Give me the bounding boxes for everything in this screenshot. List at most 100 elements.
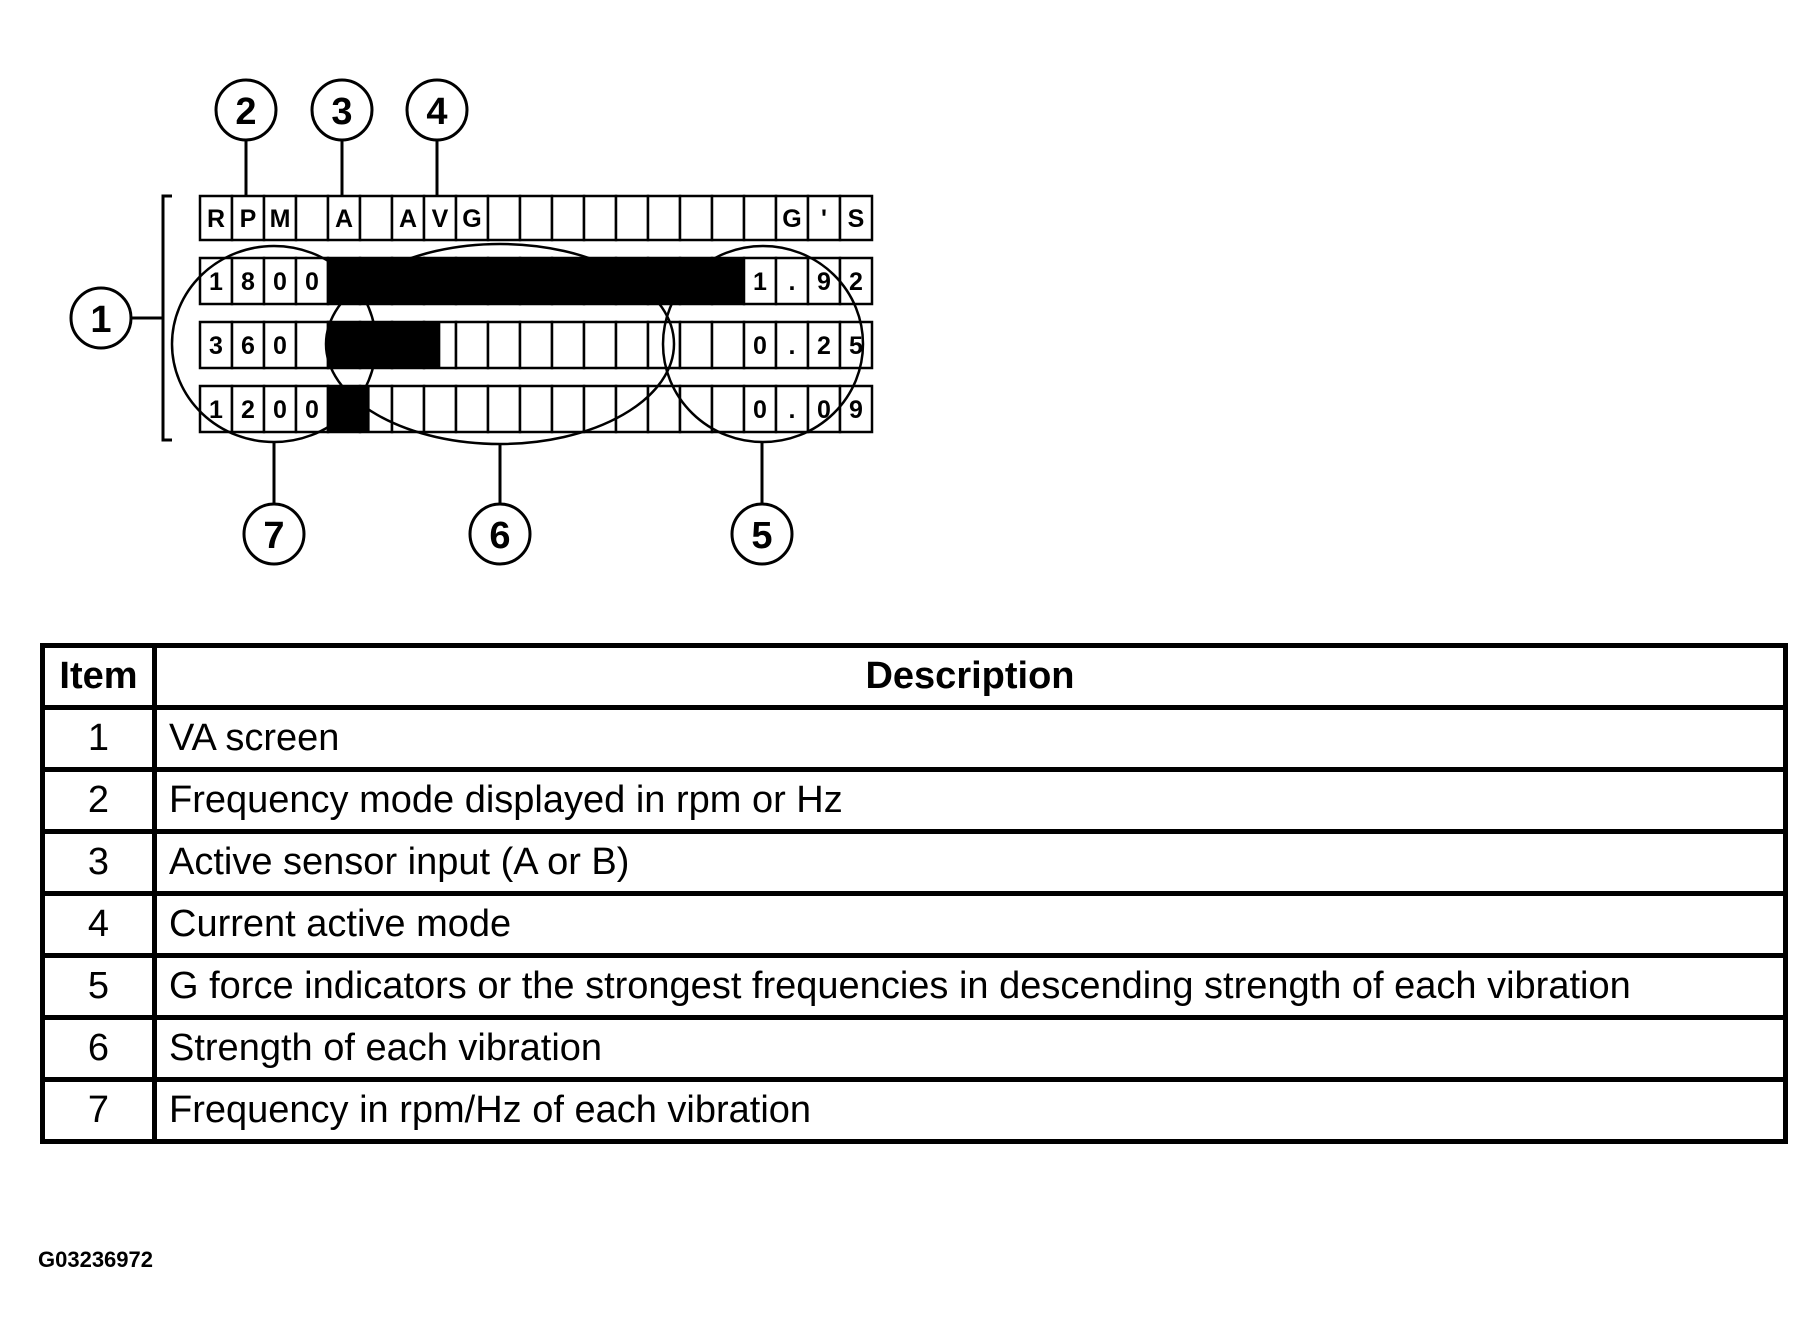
gforce-digit: 2 — [838, 256, 874, 306]
svg-text:0: 0 — [273, 332, 287, 360]
item-description: Frequency mode displayed in rpm or Hz — [152, 767, 1788, 834]
strength-cell — [454, 384, 490, 434]
svg-text:G: G — [782, 205, 801, 233]
svg-text:6: 6 — [489, 515, 510, 557]
legend-header-row: Item Description — [40, 643, 1788, 710]
callout-2: 2 — [214, 78, 278, 142]
header-cell — [518, 194, 554, 242]
svg-text:M: M — [270, 205, 291, 233]
svg-text:9: 9 — [817, 268, 831, 296]
callout-5: 5 — [730, 502, 794, 566]
frequency-digit: 3 — [198, 320, 234, 370]
table-row: 5 G force indicators or the strongest fr… — [40, 953, 1788, 1020]
item-description: G force indicators or the strongest freq… — [152, 953, 1788, 1020]
frequency-digit: 2 — [230, 384, 266, 434]
header-cell: A — [390, 194, 426, 242]
screen-bracket — [161, 194, 172, 442]
strength-bar — [328, 258, 744, 304]
svg-text:1: 1 — [753, 268, 767, 296]
table-row: 4 Current active mode — [40, 891, 1788, 958]
strength-cell — [518, 384, 554, 434]
svg-text:A: A — [335, 205, 353, 233]
item-number: 2 — [40, 767, 157, 834]
callout-6: 6 — [468, 502, 532, 566]
item-number: 1 — [40, 705, 157, 772]
item-number: 3 — [40, 829, 157, 896]
gforce-digit: . — [774, 384, 810, 434]
header-cell: P — [230, 194, 266, 242]
svg-text:.: . — [789, 396, 796, 424]
strength-cell — [582, 320, 618, 370]
svg-text:0: 0 — [817, 396, 831, 424]
svg-text:0: 0 — [273, 396, 287, 424]
header-cell: S — [838, 194, 874, 242]
svg-text:0: 0 — [305, 268, 319, 296]
header-cell — [678, 194, 714, 242]
svg-text:0: 0 — [273, 268, 287, 296]
header-cell: M — [262, 194, 298, 242]
item-description: Strength of each vibration — [152, 1015, 1788, 1082]
svg-text:3: 3 — [331, 91, 352, 133]
strength-cell — [486, 320, 522, 370]
svg-text:4: 4 — [426, 91, 447, 133]
svg-text:G: G — [462, 205, 481, 233]
strength-cell — [550, 320, 586, 370]
strength-cell — [454, 320, 490, 370]
svg-text:1: 1 — [90, 299, 111, 341]
strength-cell — [486, 384, 522, 434]
svg-text:1: 1 — [209, 268, 223, 296]
gforce-digit: 5 — [838, 320, 874, 370]
item-description: Frequency in rpm/Hz of each vibration — [152, 1077, 1788, 1144]
gforce-digit: 9 — [838, 384, 874, 434]
frequency-digit: 0 — [262, 256, 298, 306]
header-cell: G — [774, 194, 810, 242]
header-cell — [742, 194, 778, 242]
frequency-digit: 0 — [294, 256, 330, 306]
header-cell: G — [454, 194, 490, 242]
table-row: 1 VA screen — [40, 705, 1788, 772]
svg-text:5: 5 — [849, 332, 863, 360]
header-cell: V — [422, 194, 458, 242]
strength-cell — [390, 384, 426, 434]
header-cell: A — [326, 194, 362, 242]
callout-1: 1 — [69, 286, 133, 350]
item-number: 4 — [40, 891, 157, 958]
item-description: Current active mode — [152, 891, 1788, 958]
frequency-digit: 8 — [230, 256, 266, 306]
strength-cell — [518, 320, 554, 370]
svg-text:': ' — [821, 205, 827, 233]
header-cell — [550, 194, 586, 242]
header-cell — [486, 194, 522, 242]
header-cell — [614, 194, 650, 242]
gforce-digit: 0 — [742, 320, 778, 370]
svg-text:2: 2 — [849, 268, 863, 296]
svg-text:5: 5 — [751, 515, 772, 557]
svg-text:.: . — [789, 268, 796, 296]
header-cell — [294, 194, 330, 242]
svg-text:R: R — [207, 205, 225, 233]
item-description: VA screen — [152, 705, 1788, 772]
svg-text:2: 2 — [817, 332, 831, 360]
item-number: 6 — [40, 1015, 157, 1082]
callout-4: 4 — [405, 78, 469, 142]
svg-text:0: 0 — [753, 396, 767, 424]
strength-cell — [422, 384, 458, 434]
table-row: 7 Frequency in rpm/Hz of each vibration — [40, 1077, 1788, 1144]
svg-text:7: 7 — [263, 515, 284, 557]
description-column-header: Description — [152, 643, 1788, 710]
item-column-header: Item — [40, 643, 157, 710]
gforce-digit: 0 — [742, 384, 778, 434]
table-row: 2 Frequency mode displayed in rpm or Hz — [40, 767, 1788, 834]
frequency-digit: 0 — [262, 384, 298, 434]
svg-text:3: 3 — [209, 332, 223, 360]
svg-text:1: 1 — [209, 396, 223, 424]
svg-text:P: P — [240, 205, 257, 233]
svg-text:S: S — [848, 205, 865, 233]
svg-text:A: A — [399, 205, 417, 233]
header-cell: R — [198, 194, 234, 242]
